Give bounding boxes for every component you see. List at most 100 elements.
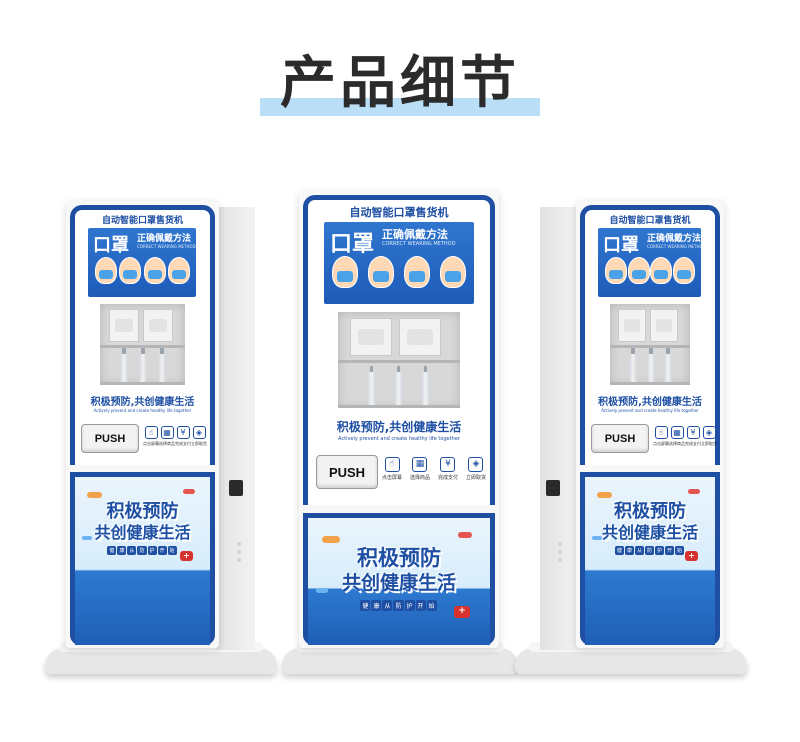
panel-howto-en: CORRECT WEARING METHOD bbox=[382, 241, 456, 247]
panel-howto-title: 正确佩戴方法 bbox=[137, 234, 192, 244]
pill-decoration bbox=[597, 492, 612, 498]
poster-sub-char: 康 bbox=[624, 546, 634, 555]
poster-line-1: 积极预防 bbox=[357, 546, 441, 570]
vent-hole bbox=[237, 558, 241, 562]
sanitizer-bottle bbox=[394, 366, 403, 405]
machine-base bbox=[45, 648, 277, 674]
pill-decoration bbox=[592, 536, 602, 540]
poster-sub-char: 防 bbox=[644, 546, 654, 555]
box-icon: ◈ bbox=[192, 426, 206, 439]
poster-sub-char: 从 bbox=[127, 546, 137, 555]
panel-big-title: 口罩 bbox=[93, 235, 129, 256]
machine-side bbox=[215, 207, 255, 650]
step-label: 选择商品 bbox=[409, 475, 430, 481]
person-figure bbox=[440, 256, 466, 288]
person-figure bbox=[119, 257, 142, 284]
promo-poster: 积极预防共创健康生活健康从防护开始 bbox=[75, 477, 210, 645]
machine-side bbox=[540, 207, 580, 650]
poster-line-1: 积极预防 bbox=[106, 501, 179, 522]
mask-pack bbox=[143, 309, 173, 342]
poster-sub-char: 健 bbox=[107, 546, 117, 555]
step-label: 完成支付 bbox=[175, 441, 191, 446]
poster-sub-char: 从 bbox=[634, 546, 644, 555]
lower-frame: 积极预防共创健康生活健康从防护开始 bbox=[70, 472, 215, 645]
title-underline-bar bbox=[260, 98, 540, 116]
vent-hole bbox=[237, 542, 241, 546]
wearing-figures bbox=[332, 256, 466, 288]
purchase-step: ¥完成支付 bbox=[438, 457, 458, 481]
page-title-block: 产品细节 bbox=[0, 38, 800, 128]
poster-sub-char: 护 bbox=[404, 600, 415, 611]
poster-line-2: 共创健康生活 bbox=[341, 572, 456, 594]
person-figure bbox=[404, 256, 430, 288]
sanitizer-bottle bbox=[120, 348, 128, 382]
step-label: 选择商品 bbox=[159, 441, 175, 446]
purchase-steps: ☝点击屏幕▦选择商品¥完成支付◈立即取货 bbox=[653, 426, 717, 447]
panel-big-title: 口罩 bbox=[330, 232, 375, 257]
payment-icon: ¥ bbox=[686, 426, 700, 439]
sanitizer-bottle bbox=[664, 348, 672, 382]
promo-poster: 积极预防共创健康生活健康从防护开始 bbox=[308, 518, 490, 645]
push-button[interactable]: PUSH bbox=[316, 455, 378, 489]
poster-subtitle: 健康从防护开始 bbox=[585, 546, 715, 555]
first-aid-kit-icon bbox=[180, 551, 193, 561]
mask-pack bbox=[350, 318, 392, 356]
sanitizer-bottle bbox=[367, 366, 376, 405]
push-button[interactable]: PUSH bbox=[81, 424, 139, 453]
box-icon: ◈ bbox=[702, 426, 716, 439]
shelf bbox=[338, 405, 460, 408]
poster-sub-char: 康 bbox=[117, 546, 127, 555]
purchase-step: ◈立即取货 bbox=[191, 426, 207, 447]
poster-line-2: 共创健康生活 bbox=[94, 523, 191, 542]
machine-header-label: 自动智能口罩售货机 bbox=[609, 216, 691, 226]
purchase-steps: ☝点击屏幕▦选择商品¥完成支付◈立即取货 bbox=[382, 457, 486, 481]
step-label: 点击屏幕 bbox=[143, 441, 159, 446]
cart-icon: ▦ bbox=[670, 426, 684, 439]
purchase-step: ▦选择商品 bbox=[410, 457, 430, 481]
push-button[interactable]: PUSH bbox=[591, 424, 649, 453]
sanitizer-bottle bbox=[139, 348, 147, 382]
pill-decoration bbox=[688, 489, 700, 494]
pill-decoration bbox=[322, 536, 340, 543]
pill-decoration bbox=[458, 532, 472, 538]
poster-sub-char: 防 bbox=[393, 600, 404, 611]
step-label: 完成支付 bbox=[437, 475, 458, 481]
poster-sub-char: 康 bbox=[371, 600, 382, 611]
poster-sub-char: 开 bbox=[415, 600, 426, 611]
machine-header-label: 自动智能口罩售货机 bbox=[349, 206, 449, 219]
poster-sub-char: 开 bbox=[665, 546, 675, 555]
slogan-cn: 积极预防,共创健康生活 bbox=[90, 397, 195, 408]
person-figure bbox=[672, 257, 695, 284]
shelf bbox=[610, 345, 690, 348]
poster-sub-char: 始 bbox=[675, 546, 685, 555]
lower-frame: 积极预防共创健康生活健康从防护开始 bbox=[580, 472, 720, 645]
slogan-cn: 积极预防,共创健康生活 bbox=[598, 397, 702, 408]
poster-sub-char: 从 bbox=[382, 600, 393, 611]
person-figure bbox=[650, 257, 673, 284]
panel-big-title: 口罩 bbox=[603, 235, 639, 256]
purchase-step: ¥完成支付 bbox=[175, 426, 191, 447]
person-figure bbox=[605, 257, 627, 284]
machine-base bbox=[282, 648, 518, 674]
product-window bbox=[338, 312, 460, 408]
person-figure bbox=[332, 256, 358, 288]
poster-sub-char: 防 bbox=[137, 546, 147, 555]
panel-howto-en: CORRECT WEARING METHOD bbox=[647, 244, 701, 249]
step-label: 完成支付 bbox=[685, 441, 701, 446]
sanitizer-bottle bbox=[158, 348, 166, 382]
mask-pack bbox=[109, 309, 139, 342]
step-label: 点击屏幕 bbox=[653, 441, 669, 446]
purchase-steps: ☝点击屏幕▦选择商品¥完成支付◈立即取货 bbox=[143, 426, 207, 447]
hand-tap-icon: ☝ bbox=[654, 426, 668, 439]
poster-sub-char: 健 bbox=[614, 546, 624, 555]
poster-line-2: 共创健康生活 bbox=[601, 523, 698, 542]
shelf bbox=[610, 382, 690, 385]
mask-pack bbox=[650, 309, 678, 342]
page-title: 产品细节 bbox=[280, 51, 520, 116]
purchase-step: ▦选择商品 bbox=[669, 426, 685, 447]
machine-header-label: 自动智能口罩售货机 bbox=[101, 216, 183, 226]
